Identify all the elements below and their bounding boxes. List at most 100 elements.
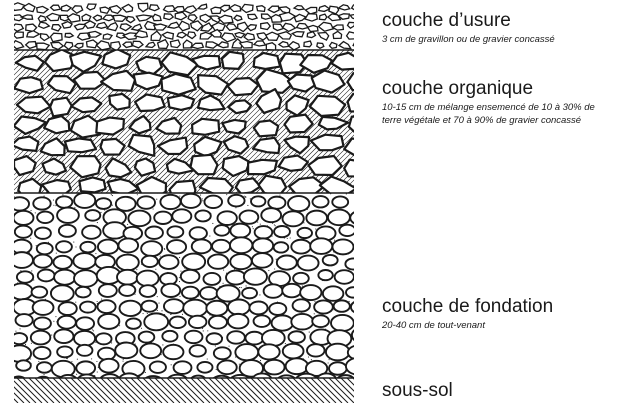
- crushed-stone: [48, 76, 76, 93]
- gravel-chip: [23, 4, 35, 12]
- pebble: [332, 196, 348, 207]
- layer-description: 20-40 cm de tout-venant: [382, 319, 553, 332]
- gravel-chip: [97, 41, 111, 50]
- crushed-stone: [285, 115, 313, 133]
- pebble: [14, 283, 33, 299]
- gravel-chip: [283, 23, 296, 31]
- pebble: [126, 318, 141, 328]
- pebble: [34, 317, 51, 329]
- pebble: [230, 237, 252, 253]
- pebble: [141, 241, 162, 256]
- layer-name: couche de fondation: [382, 296, 553, 317]
- pebble: [200, 287, 218, 299]
- crushed-stone: [14, 137, 38, 151]
- crushed-stone: [191, 155, 218, 174]
- pebble: [254, 315, 270, 327]
- pebble: [38, 269, 55, 281]
- gravel-chip: [247, 25, 256, 31]
- gravel-chip: [87, 40, 98, 48]
- pebble: [117, 255, 139, 271]
- gravel-chip: [37, 6, 48, 13]
- gravel-chip: [254, 41, 266, 46]
- gravel-chip: [188, 15, 197, 22]
- crushed-stone: [194, 137, 221, 156]
- crushed-stone: [16, 56, 44, 71]
- crushed-stone: [332, 53, 354, 70]
- gravel-chip: [305, 14, 317, 21]
- pebble: [288, 196, 309, 211]
- pebble: [217, 211, 236, 225]
- pebble: [197, 362, 212, 373]
- gravel-chip: [52, 25, 61, 31]
- crushed-stone: [348, 94, 354, 112]
- pebble: [15, 226, 32, 238]
- pebble: [312, 315, 329, 327]
- gravel-chip: [306, 7, 317, 14]
- layer-name: couche d’usure: [382, 10, 555, 31]
- gravel-chip: [78, 33, 90, 40]
- pebble: [314, 300, 333, 313]
- crushed-stone: [236, 178, 261, 194]
- gravel-chip: [37, 43, 50, 50]
- gravel-chip: [65, 33, 73, 37]
- pebble: [252, 373, 272, 387]
- pebble: [261, 208, 281, 222]
- pebble: [37, 362, 52, 373]
- pebble: [98, 314, 119, 329]
- pebble: [31, 331, 50, 345]
- gravel-chip: [226, 24, 237, 31]
- pebble: [352, 327, 354, 343]
- gravel-chip: [120, 24, 131, 31]
- gravel-chip: [135, 31, 148, 38]
- pebble: [14, 345, 31, 362]
- layer-description: 3 cm de gravillon ou de gravier concassé: [382, 33, 555, 46]
- pebble: [117, 270, 138, 285]
- pebble: [170, 317, 186, 328]
- gravel-chip: [153, 14, 161, 20]
- pebble: [226, 271, 246, 285]
- pebble: [181, 270, 200, 283]
- gravel-chip: [188, 32, 196, 39]
- crushed-stone: [109, 94, 129, 110]
- gravel-chip: [318, 33, 329, 41]
- gravel-chip: [97, 23, 108, 29]
- gravel-chip: [244, 33, 254, 40]
- gravel-chip: [93, 15, 101, 21]
- gravel-chip: [179, 21, 190, 31]
- crushed-stone: [134, 73, 163, 90]
- pebble: [57, 208, 79, 223]
- pebble: [120, 301, 142, 316]
- pebble: [80, 302, 96, 313]
- gravel-chip: [206, 42, 218, 48]
- gravel-chip: [149, 5, 159, 11]
- pebble: [339, 225, 354, 236]
- gravel-chip: [333, 31, 342, 38]
- pebble: [204, 196, 222, 208]
- crushed-stone: [344, 160, 354, 177]
- pebble: [32, 287, 48, 298]
- pebble: [145, 226, 163, 238]
- pebble: [264, 284, 283, 297]
- gravel-chip: [154, 24, 167, 30]
- pebble: [214, 225, 229, 236]
- gravel-chip: [107, 23, 118, 31]
- pebble: [118, 238, 138, 252]
- pebble: [346, 287, 354, 297]
- pebble: [345, 258, 354, 269]
- pebble: [329, 362, 347, 374]
- pebble: [351, 300, 354, 313]
- crushed-stone: [223, 156, 250, 176]
- pebble: [14, 333, 27, 344]
- pebble: [282, 211, 303, 226]
- pebble: [293, 299, 310, 311]
- gravel-chip: [100, 7, 110, 13]
- crushed-stone: [254, 121, 278, 137]
- crushed-stone: [96, 118, 124, 135]
- pebble: [37, 243, 53, 254]
- crushed-stone: [198, 96, 225, 111]
- gravel-chip: [273, 24, 283, 31]
- legend-subsoil: sous-sol: [382, 380, 453, 401]
- pebble: [33, 300, 54, 315]
- gravel-chip: [198, 4, 207, 9]
- pebble: [77, 345, 93, 356]
